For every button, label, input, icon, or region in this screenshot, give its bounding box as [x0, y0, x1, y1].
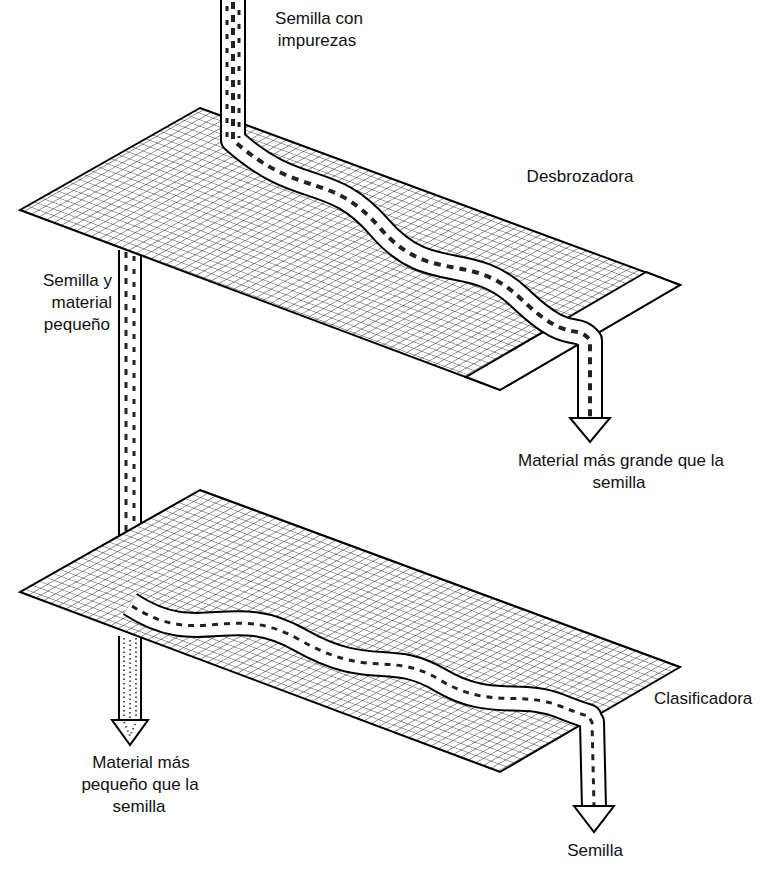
- feed-label: Semilla con impurezas: [273, 9, 363, 50]
- stream-label: Semilla y material pequeño: [41, 271, 112, 334]
- output-label: Semilla: [565, 841, 625, 860]
- output-label: Material más pequeño que la semilla: [81, 753, 198, 816]
- screen-label: Clasificadora: [652, 689, 754, 708]
- screen-label-box: Desbrozadora: [505, 166, 655, 188]
- fines-stream: [112, 636, 148, 745]
- output-label: Material más grande que la semilla: [516, 451, 724, 492]
- clean-seed-stream: [130, 604, 614, 832]
- screen-label-box: Clasificadora: [652, 688, 770, 710]
- output-label-box: Material más pequeño que la semilla: [60, 752, 220, 818]
- impure-seed-stream: [227, 0, 610, 442]
- output-label-box: Semilla: [530, 840, 660, 862]
- feed-label-box: Semilla con impurezas: [256, 8, 380, 52]
- screen-label: Desbrozadora: [525, 167, 636, 186]
- output-label-box: Material más grande que la semilla: [505, 450, 735, 494]
- stream-label-box: Semilla y material pequeño: [8, 270, 112, 336]
